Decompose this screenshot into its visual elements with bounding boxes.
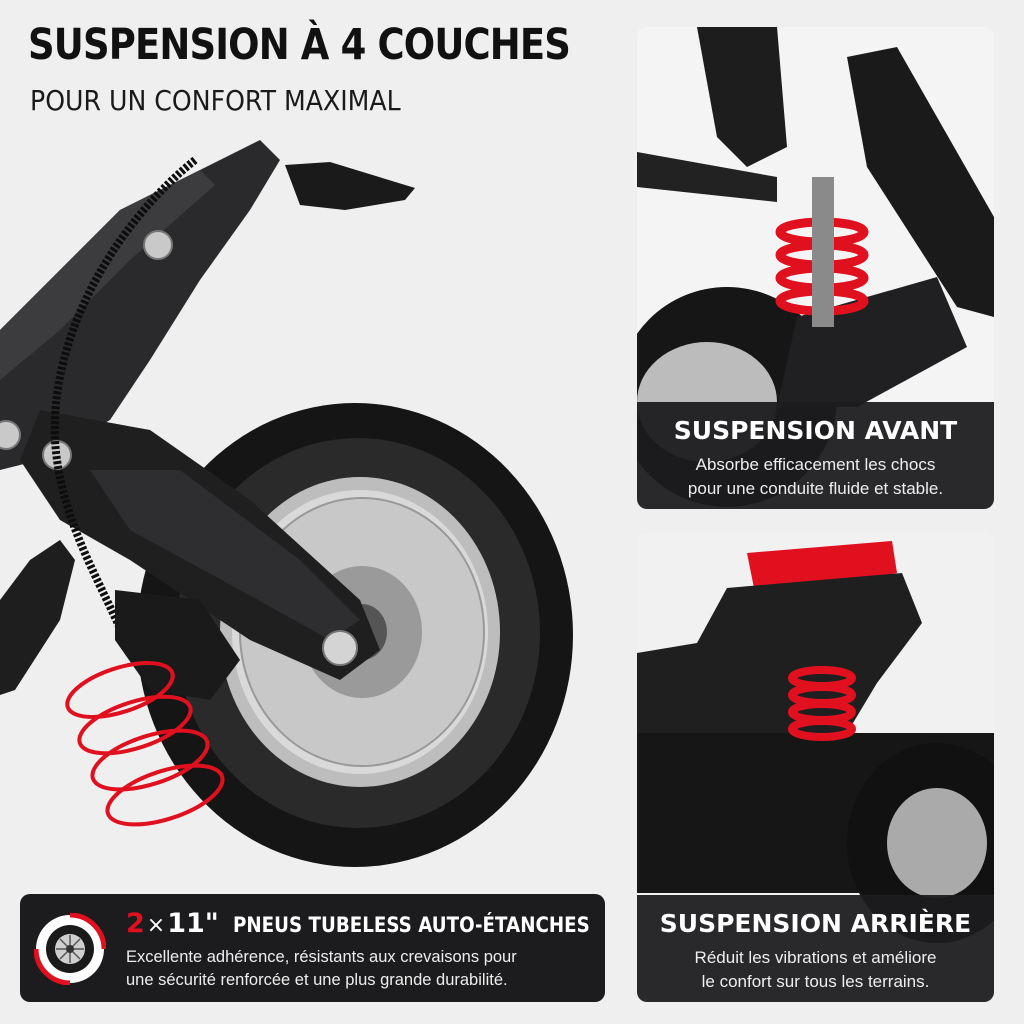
rear-suspension-line1: Réduit les vibrations et améliore [694,948,937,967]
tires-size: 11" [167,908,219,939]
tires-info-box: 2×11" PNEUS TUBELESS AUTO-ÉTANCHES Excel… [20,894,605,1002]
scooter-front-wheel-illustration [0,140,573,867]
rear-suspension-caption: SUSPENSION ARRIÈRE Réduit les vibrations… [637,895,994,1002]
tires-times: × [146,913,166,938]
tires-count: 2 [126,908,145,939]
front-suspension-line1: Absorbe efficacement les chocs [695,455,936,474]
page-title: SUSPENSION À 4 COUCHES [28,20,571,70]
rear-suspension-title: SUSPENSION ARRIÈRE [659,909,972,938]
rear-suspension-line2: le confort sur tous les terrains. [701,972,930,991]
tires-title: PNEUS TUBELESS AUTO-ÉTANCHES [233,913,591,937]
tires-heading: 2×11" PNEUS TUBELESS AUTO-ÉTANCHES [126,908,643,939]
tires-description: Excellente adhérence, résistants aux cre… [126,946,517,992]
front-suspension-title: SUSPENSION AVANT [673,416,958,445]
front-suspension-line2: pour une conduite fluide et stable. [687,479,944,498]
tire-icon [34,913,106,985]
rear-suspension-panel: SUSPENSION ARRIÈRE Réduit les vibrations… [637,533,994,1002]
front-suspension-caption: SUSPENSION AVANT Absorbe efficacement le… [637,402,994,509]
tires-line1: Excellente adhérence, résistants aux cre… [126,948,517,966]
page-subtitle: POUR UN CONFORT MAXIMAL [30,84,401,117]
tires-line2: une sécurité renforcée et une plus grand… [126,971,508,989]
front-suspension-panel: SUSPENSION AVANT Absorbe efficacement le… [637,27,994,509]
